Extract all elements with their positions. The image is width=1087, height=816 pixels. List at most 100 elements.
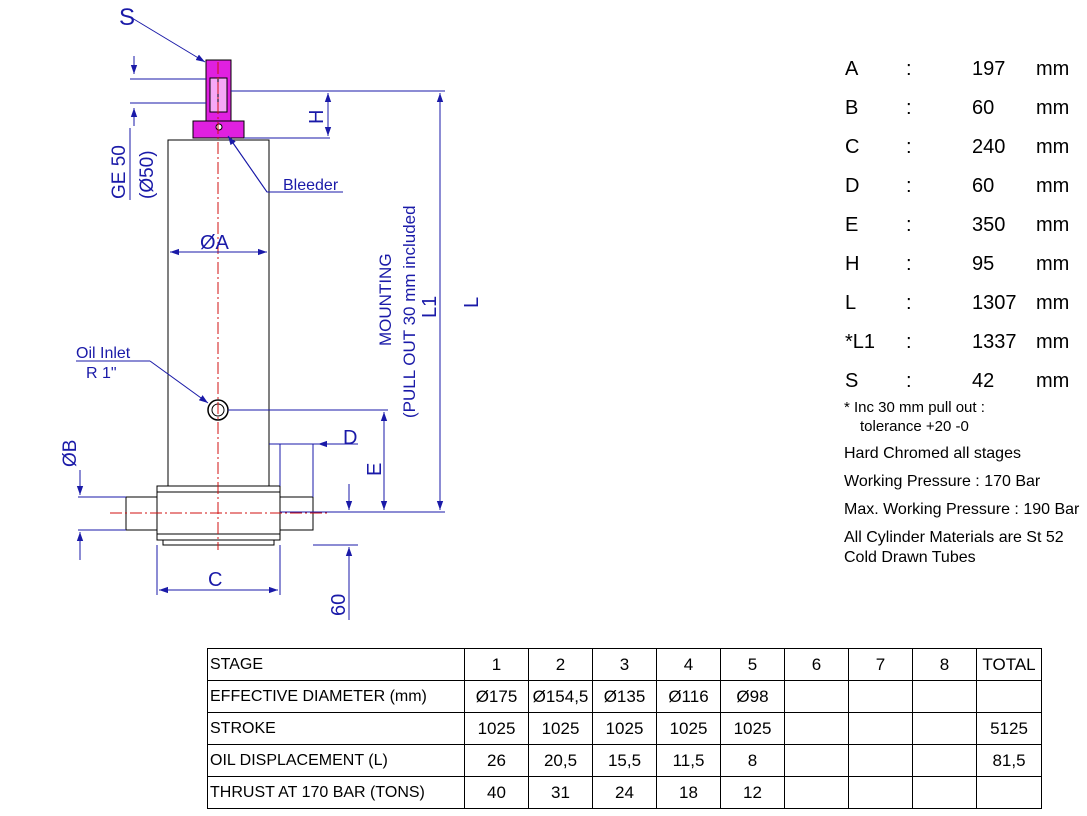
row-label: EFFECTIVE DIAMETER (mm) — [207, 680, 465, 713]
spec-unit: mm — [1036, 331, 1070, 353]
spec-unit: mm — [1036, 58, 1070, 80]
row-label: STAGE — [207, 648, 465, 681]
table-cell — [912, 776, 977, 809]
label-d: D — [343, 427, 357, 449]
table-cell: 8 — [720, 744, 785, 777]
note-pull-out-line2: tolerance +20 -0 — [860, 418, 969, 435]
spec-value: 60 — [972, 97, 995, 119]
spec-value: 60 — [972, 175, 995, 197]
table-cell: 7 — [848, 648, 913, 681]
spec-value: 240 — [972, 136, 1006, 158]
table-cell: 12 — [720, 776, 785, 809]
table-cell — [784, 712, 849, 745]
table-row: STROKE 1025 1025 1025 1025 1025 5125 — [207, 712, 1042, 745]
table-cell: Ø135 — [592, 680, 657, 713]
spec-unit: mm — [1036, 97, 1070, 119]
table-cell: 6 — [784, 648, 849, 681]
label-oil-thread: R 1" — [86, 365, 117, 382]
spec-unit: mm — [1036, 214, 1070, 236]
spec-row-h: H : 95 mm — [842, 250, 1082, 289]
table-cell: 1025 — [528, 712, 593, 745]
table-cell — [912, 744, 977, 777]
label-bleeder: Bleeder — [283, 177, 339, 194]
spec-value: 95 — [972, 253, 995, 275]
spec-key: B — [845, 97, 859, 119]
spec-row-l1: *L1 : 1337 mm — [842, 328, 1082, 367]
table-cell: 4 — [656, 648, 721, 681]
table-cell: 15,5 — [592, 744, 657, 777]
spec-separator: : — [906, 292, 912, 314]
table-cell: 26 — [464, 744, 529, 777]
spec-separator: : — [906, 370, 912, 392]
spec-row-c: C : 240 mm — [842, 133, 1082, 172]
label-l: L — [461, 297, 483, 308]
label-e: E — [364, 463, 386, 476]
spec-unit: mm — [1036, 370, 1070, 392]
spec-separator: : — [906, 97, 912, 119]
table-cell: 8 — [912, 648, 977, 681]
bleeder-leader-arrow — [227, 135, 268, 193]
spec-separator: : — [906, 253, 912, 275]
table-total-cell: 5125 — [976, 712, 1042, 745]
spec-value: 42 — [972, 370, 995, 392]
label-pull-out: (PULL OUT 30 mm included — [400, 205, 419, 418]
table-cell — [848, 712, 913, 745]
note-max-pressure: Max. Working Pressure : 190 Bar — [844, 501, 1080, 518]
table-cell: 11,5 — [656, 744, 721, 777]
spec-separator: : — [906, 214, 912, 236]
note-chromed: Hard Chromed all stages — [844, 445, 1021, 462]
table-cell: Ø98 — [720, 680, 785, 713]
spec-value: 350 — [972, 214, 1006, 236]
table-cell: 5 — [720, 648, 785, 681]
spec-key: D — [845, 175, 860, 197]
spec-unit: mm — [1036, 292, 1070, 314]
note-working-pressure: Working Pressure : 170 Bar — [844, 473, 1041, 490]
spec-unit: mm — [1036, 253, 1070, 275]
note-pull-out: * Inc 30 mm pull out : tolerance +20 -0 — [844, 398, 1082, 436]
spec-key: S — [845, 370, 859, 392]
table-total-cell: 81,5 — [976, 744, 1042, 777]
spec-unit: mm — [1036, 136, 1070, 158]
spec-separator: : — [906, 331, 912, 353]
bleeder-hole — [215, 123, 223, 131]
spec-row-s: S : 42 mm — [842, 367, 1082, 406]
table-row: EFFECTIVE DIAMETER (mm) Ø175 Ø154,5 Ø135… — [207, 680, 1042, 713]
stage-table: STAGE 1 2 3 4 5 6 7 8 TOTAL EFFECTIVE DI… — [207, 648, 1042, 809]
row-label: THRUST AT 170 BAR (TONS) — [207, 776, 465, 809]
table-cell: 1025 — [464, 712, 529, 745]
label-h: H — [306, 110, 328, 124]
table-cell: 3 — [592, 648, 657, 681]
spec-separator: : — [906, 136, 912, 158]
table-cell: 20,5 — [528, 744, 593, 777]
spec-row-b: B : 60 mm — [842, 94, 1082, 133]
table-cell — [848, 776, 913, 809]
spec-separator: : — [906, 175, 912, 197]
spec-key: C — [845, 136, 860, 158]
spec-key: A — [845, 58, 859, 80]
table-cell: 24 — [592, 776, 657, 809]
label-ge: GE 50 — [109, 145, 130, 199]
spec-value: 197 — [972, 58, 1006, 80]
label-sixty: 60 — [328, 594, 350, 616]
note-materials: All Cylinder Materials are St 52 Cold Dr… — [844, 529, 1064, 566]
label-c: C — [208, 569, 222, 591]
row-label: OIL DISPLACEMENT (L) — [207, 744, 465, 777]
spec-row-l: L : 1307 mm — [842, 289, 1082, 328]
table-cell: 1 — [464, 648, 529, 681]
table-cell: 1025 — [592, 712, 657, 745]
spec-value: 1337 — [972, 331, 1017, 353]
s-leader — [131, 17, 206, 63]
label-s: S — [119, 4, 135, 31]
spec-panel: A : 197 mm B : 60 mm C : 240 mm D : 60 m… — [842, 55, 1082, 576]
spec-value: 1307 — [972, 292, 1017, 314]
spec-key: *L1 — [845, 331, 876, 353]
table-cell — [912, 680, 977, 713]
table-cell — [784, 744, 849, 777]
table-cell: Ø175 — [464, 680, 529, 713]
table-cell: Ø154,5 — [528, 680, 593, 713]
label-l1: L1 — [419, 296, 441, 318]
oil-inlet-leader — [149, 360, 209, 404]
spec-key: H — [845, 253, 860, 275]
table-row: THRUST AT 170 BAR (TONS) 40 31 24 18 12 — [207, 776, 1042, 809]
